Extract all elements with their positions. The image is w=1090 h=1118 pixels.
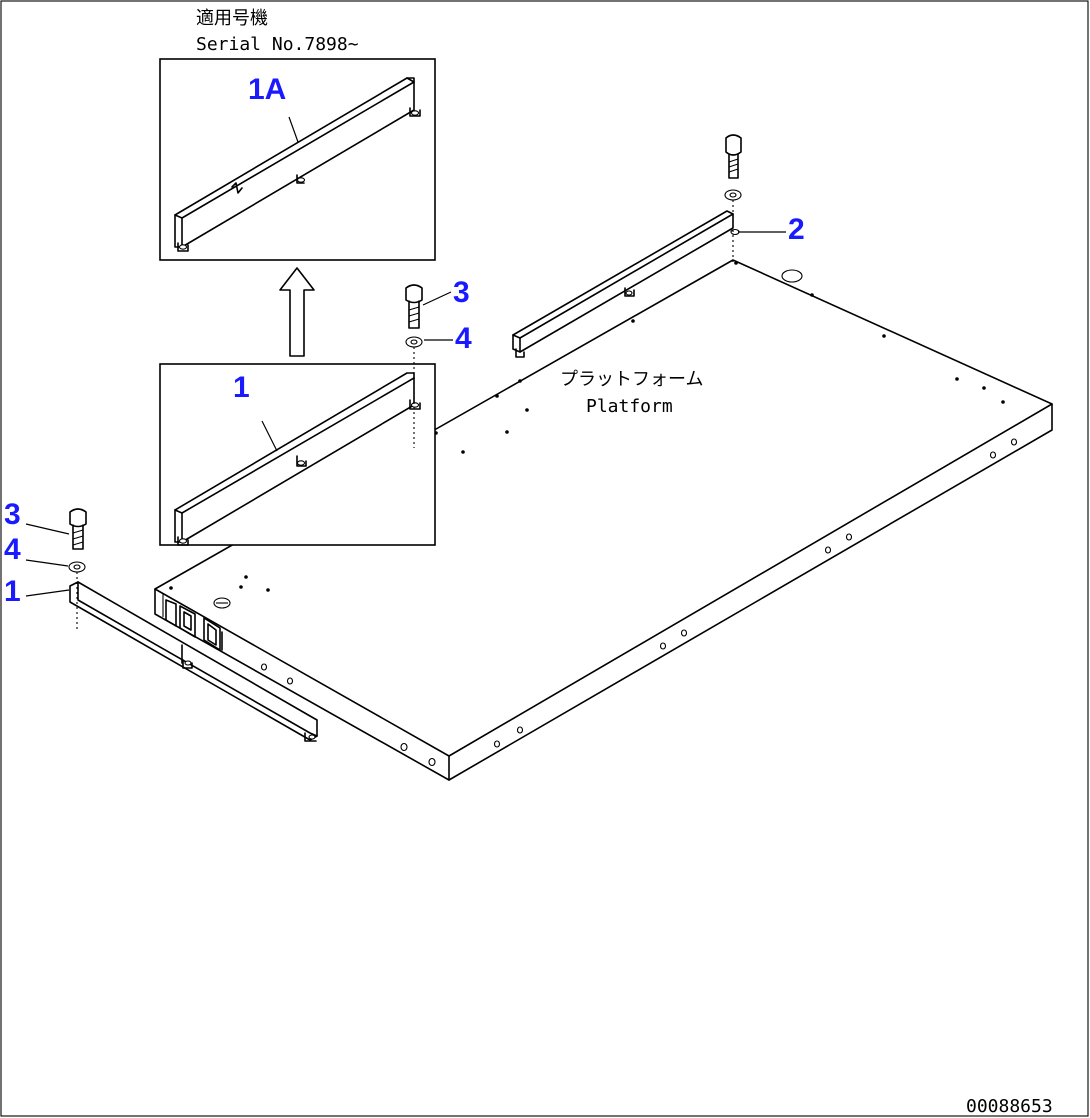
platform-label-en: Platform bbox=[586, 396, 673, 417]
leader-1a bbox=[288, 116, 299, 143]
bolt-rear bbox=[725, 134, 742, 179]
callout-1a: 1A bbox=[248, 73, 286, 106]
applicable-models-label: 適用号機 bbox=[196, 8, 268, 29]
bracket-1-drawing bbox=[174, 372, 421, 546]
leader-4-left bbox=[25, 559, 69, 567]
serial-number-label: Serial No.7898~ bbox=[196, 34, 359, 55]
bracket-1-left bbox=[69, 581, 318, 742]
callout-1-left: 1 bbox=[4, 575, 21, 608]
drawing-number: 00088653 bbox=[966, 1096, 1053, 1117]
bolt-top-center bbox=[405, 284, 423, 329]
platform-plate: プラットフォーム Platform bbox=[154, 259, 1053, 781]
callout-3-left: 3 bbox=[4, 498, 21, 531]
inset-box-1a: 1A bbox=[159, 58, 436, 261]
leader-1-inset bbox=[261, 420, 278, 452]
callout-4-left: 4 bbox=[4, 533, 21, 566]
bracket-1a-drawing bbox=[174, 77, 421, 252]
inset-box-1: 1 bbox=[159, 363, 436, 546]
leader-1-left bbox=[25, 589, 70, 597]
upgrade-arrow bbox=[279, 267, 315, 357]
callout-3-top: 3 bbox=[453, 276, 470, 309]
platform-label-jp: プラットフォーム bbox=[560, 369, 703, 390]
callout-4-top: 4 bbox=[455, 322, 472, 355]
callout-2: 2 bbox=[788, 213, 805, 246]
leader-3-left bbox=[25, 523, 70, 535]
leader-3-top bbox=[422, 291, 452, 306]
callout-1-inset: 1 bbox=[233, 371, 250, 404]
bolt-left bbox=[69, 508, 87, 550]
bracket-2: 2 bbox=[512, 134, 805, 358]
